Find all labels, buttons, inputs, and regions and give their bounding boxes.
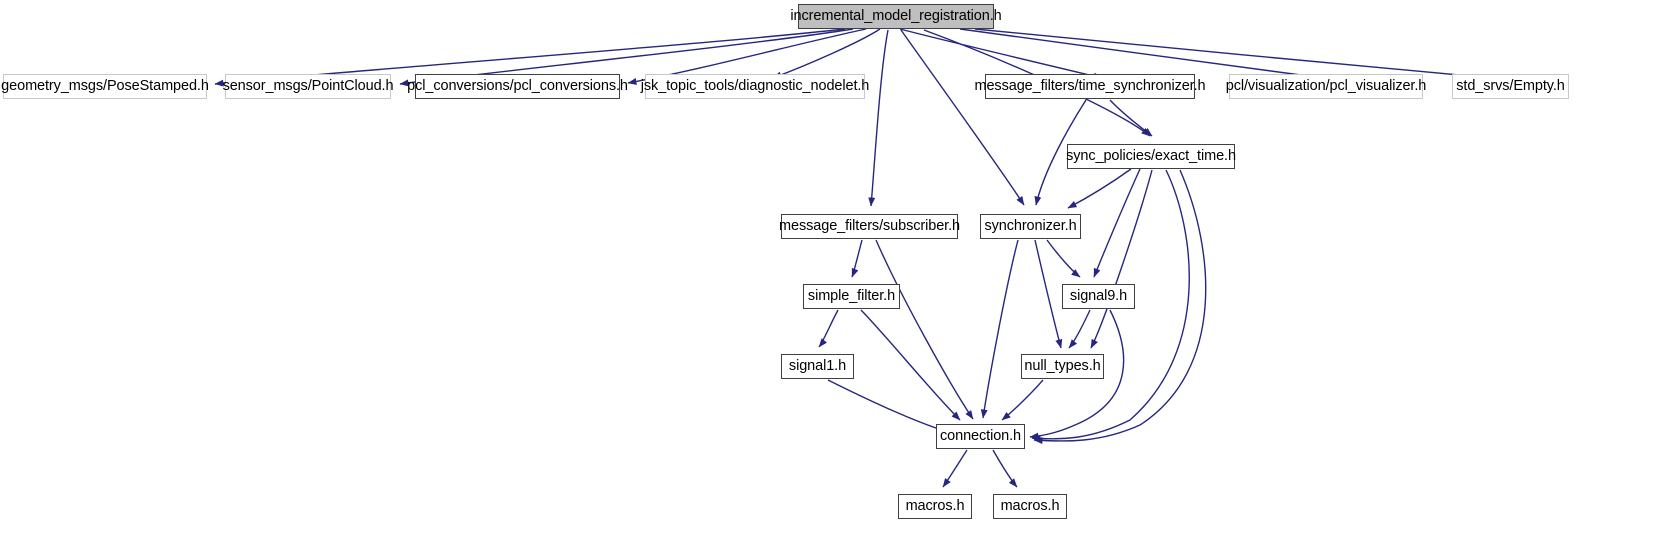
- edge-timesync-to-exacttime: [1109, 99, 1153, 137]
- graph-node-label: macros.h: [905, 498, 965, 515]
- edge-subscriber-to-connection: [875, 239, 974, 420]
- graph-node-label: synchronizer.h: [984, 218, 1077, 235]
- graph-node-timesync[interactable]: message_filters/time_synchronizer.h: [974, 74, 1206, 99]
- edge-synchronizer-to-nulltypes: [1034, 239, 1063, 349]
- graph-node-connection[interactable]: connection.h: [936, 424, 1025, 449]
- graph-node-pclvis[interactable]: pcl/visualization/pcl_visualizer.h: [1226, 74, 1426, 99]
- edge-exacttime-to-synchronizer: [1067, 168, 1132, 209]
- edge-synchronizer-to-signal9: [1046, 239, 1081, 278]
- edge-simplefilter-to-connection: [860, 309, 961, 421]
- graph-node-label: connection.h: [939, 428, 1022, 445]
- graph-node-pointcloud[interactable]: sensor_msgs/PointCloud.h: [222, 74, 394, 99]
- edge-root-to-timesync: [899, 28, 1103, 80]
- edge-connection-to-macros2: [992, 449, 1018, 488]
- graph-node-label: signal9.h: [1069, 288, 1128, 305]
- edge-subscriber-to-simplefilter: [851, 239, 863, 278]
- graph-node-label: sensor_msgs/PointCloud.h: [222, 78, 394, 95]
- graph-node-diagnostic[interactable]: jsk_topic_tools/diagnostic_nodelet.h: [641, 74, 869, 99]
- graph-node-label: pcl/visualization/pcl_visualizer.h: [1225, 78, 1427, 95]
- graph-node-label: incremental_model_registration.h: [790, 8, 1002, 25]
- graph-node-root[interactable]: incremental_model_registration.h: [790, 4, 1002, 29]
- edge-exacttime-to-nulltypes: [1090, 169, 1153, 349]
- edge-root-to-diagnostic: [772, 28, 881, 79]
- graph-node-label: jsk_topic_tools/diagnostic_nodelet.h: [640, 78, 870, 95]
- edge-root-to-pclvis: [959, 28, 1339, 83]
- graph-node-exacttime[interactable]: sync_policies/exact_time.h: [1066, 144, 1236, 169]
- edge-simplefilter-to-signal1: [818, 309, 839, 348]
- graph-node-synchronizer[interactable]: synchronizer.h: [980, 214, 1081, 239]
- graph-node-macros1[interactable]: macros.h: [898, 494, 972, 519]
- graph-node-label: pcl_conversions/pcl_conversions.h: [407, 78, 628, 95]
- edge-root-to-synchronizer: [900, 29, 1025, 206]
- edge-root-to-subscriber: [868, 29, 889, 207]
- edge-synchronizer-to-connection: [980, 239, 1019, 419]
- graph-node-label: std_srvs/Empty.h: [1456, 78, 1565, 95]
- edge-nulltypes-to-connection: [1001, 379, 1044, 421]
- graph-node-stdsrvs[interactable]: std_srvs/Empty.h: [1452, 74, 1569, 99]
- graph-node-macros2[interactable]: macros.h: [993, 494, 1067, 519]
- graph-node-signal9[interactable]: signal9.h: [1062, 284, 1135, 309]
- graph-node-signal1[interactable]: signal1.h: [781, 354, 854, 379]
- graph-node-label: null_types.h: [1024, 358, 1101, 375]
- edge-signal9-to-nulltypes: [1068, 309, 1091, 349]
- edge-signal1-to-connection: [827, 379, 946, 432]
- graph-node-subscriber[interactable]: message_filters/subscriber.h: [779, 214, 960, 239]
- graph-node-label: simple_filter.h: [807, 288, 896, 305]
- graph-node-posestamped[interactable]: geometry_msgs/PoseStamped.h: [1, 74, 209, 99]
- graph-node-label: sync_policies/exact_time.h: [1066, 148, 1236, 165]
- graph-node-label: macros.h: [1000, 498, 1060, 515]
- graph-node-nulltypes[interactable]: null_types.h: [1021, 354, 1104, 379]
- graph-node-label: signal1.h: [788, 358, 847, 375]
- graph-node-simplefilter[interactable]: simple_filter.h: [803, 284, 900, 309]
- graph-node-label: message_filters/subscriber.h: [779, 218, 960, 235]
- edge-connection-to-macros1: [942, 449, 968, 488]
- graph-node-label: message_filters/time_synchronizer.h: [974, 78, 1206, 95]
- edge-exacttime-to-signal9: [1093, 168, 1141, 278]
- graph-node-pclconv[interactable]: pcl_conversions/pcl_conversions.h: [407, 74, 628, 99]
- graph-node-label: geometry_msgs/PoseStamped.h: [1, 78, 209, 95]
